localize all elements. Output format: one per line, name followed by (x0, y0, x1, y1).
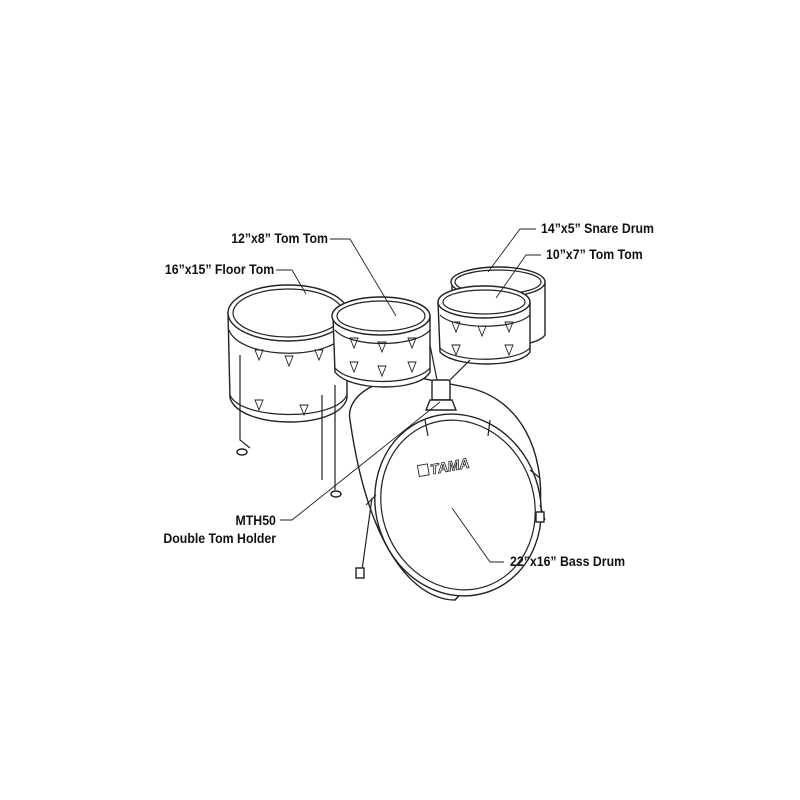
label-bass-drum: 22”x16” Bass Drum (510, 553, 626, 569)
floor-tom (227, 284, 349, 498)
label-snare-drum: 14”x5” Snare Drum (541, 220, 654, 236)
tom-12 (331, 296, 431, 388)
label-mth50: MTH50 (235, 512, 276, 528)
bass-drum: TAMA (348, 377, 546, 601)
label-double-tom-holder: Double Tom Holder (163, 530, 276, 546)
label-10x7-tom: 10”x7” Tom Tom (546, 246, 643, 262)
label-12x8-tom: 12”x8” Tom Tom (231, 230, 328, 246)
tom-10 (437, 285, 531, 365)
label-floor-tom: 16”x15” Floor Tom (164, 261, 274, 277)
leader-lines (276, 228, 541, 563)
tama-logo: TAMA (416, 454, 471, 478)
logo-text: TAMA (429, 455, 471, 478)
